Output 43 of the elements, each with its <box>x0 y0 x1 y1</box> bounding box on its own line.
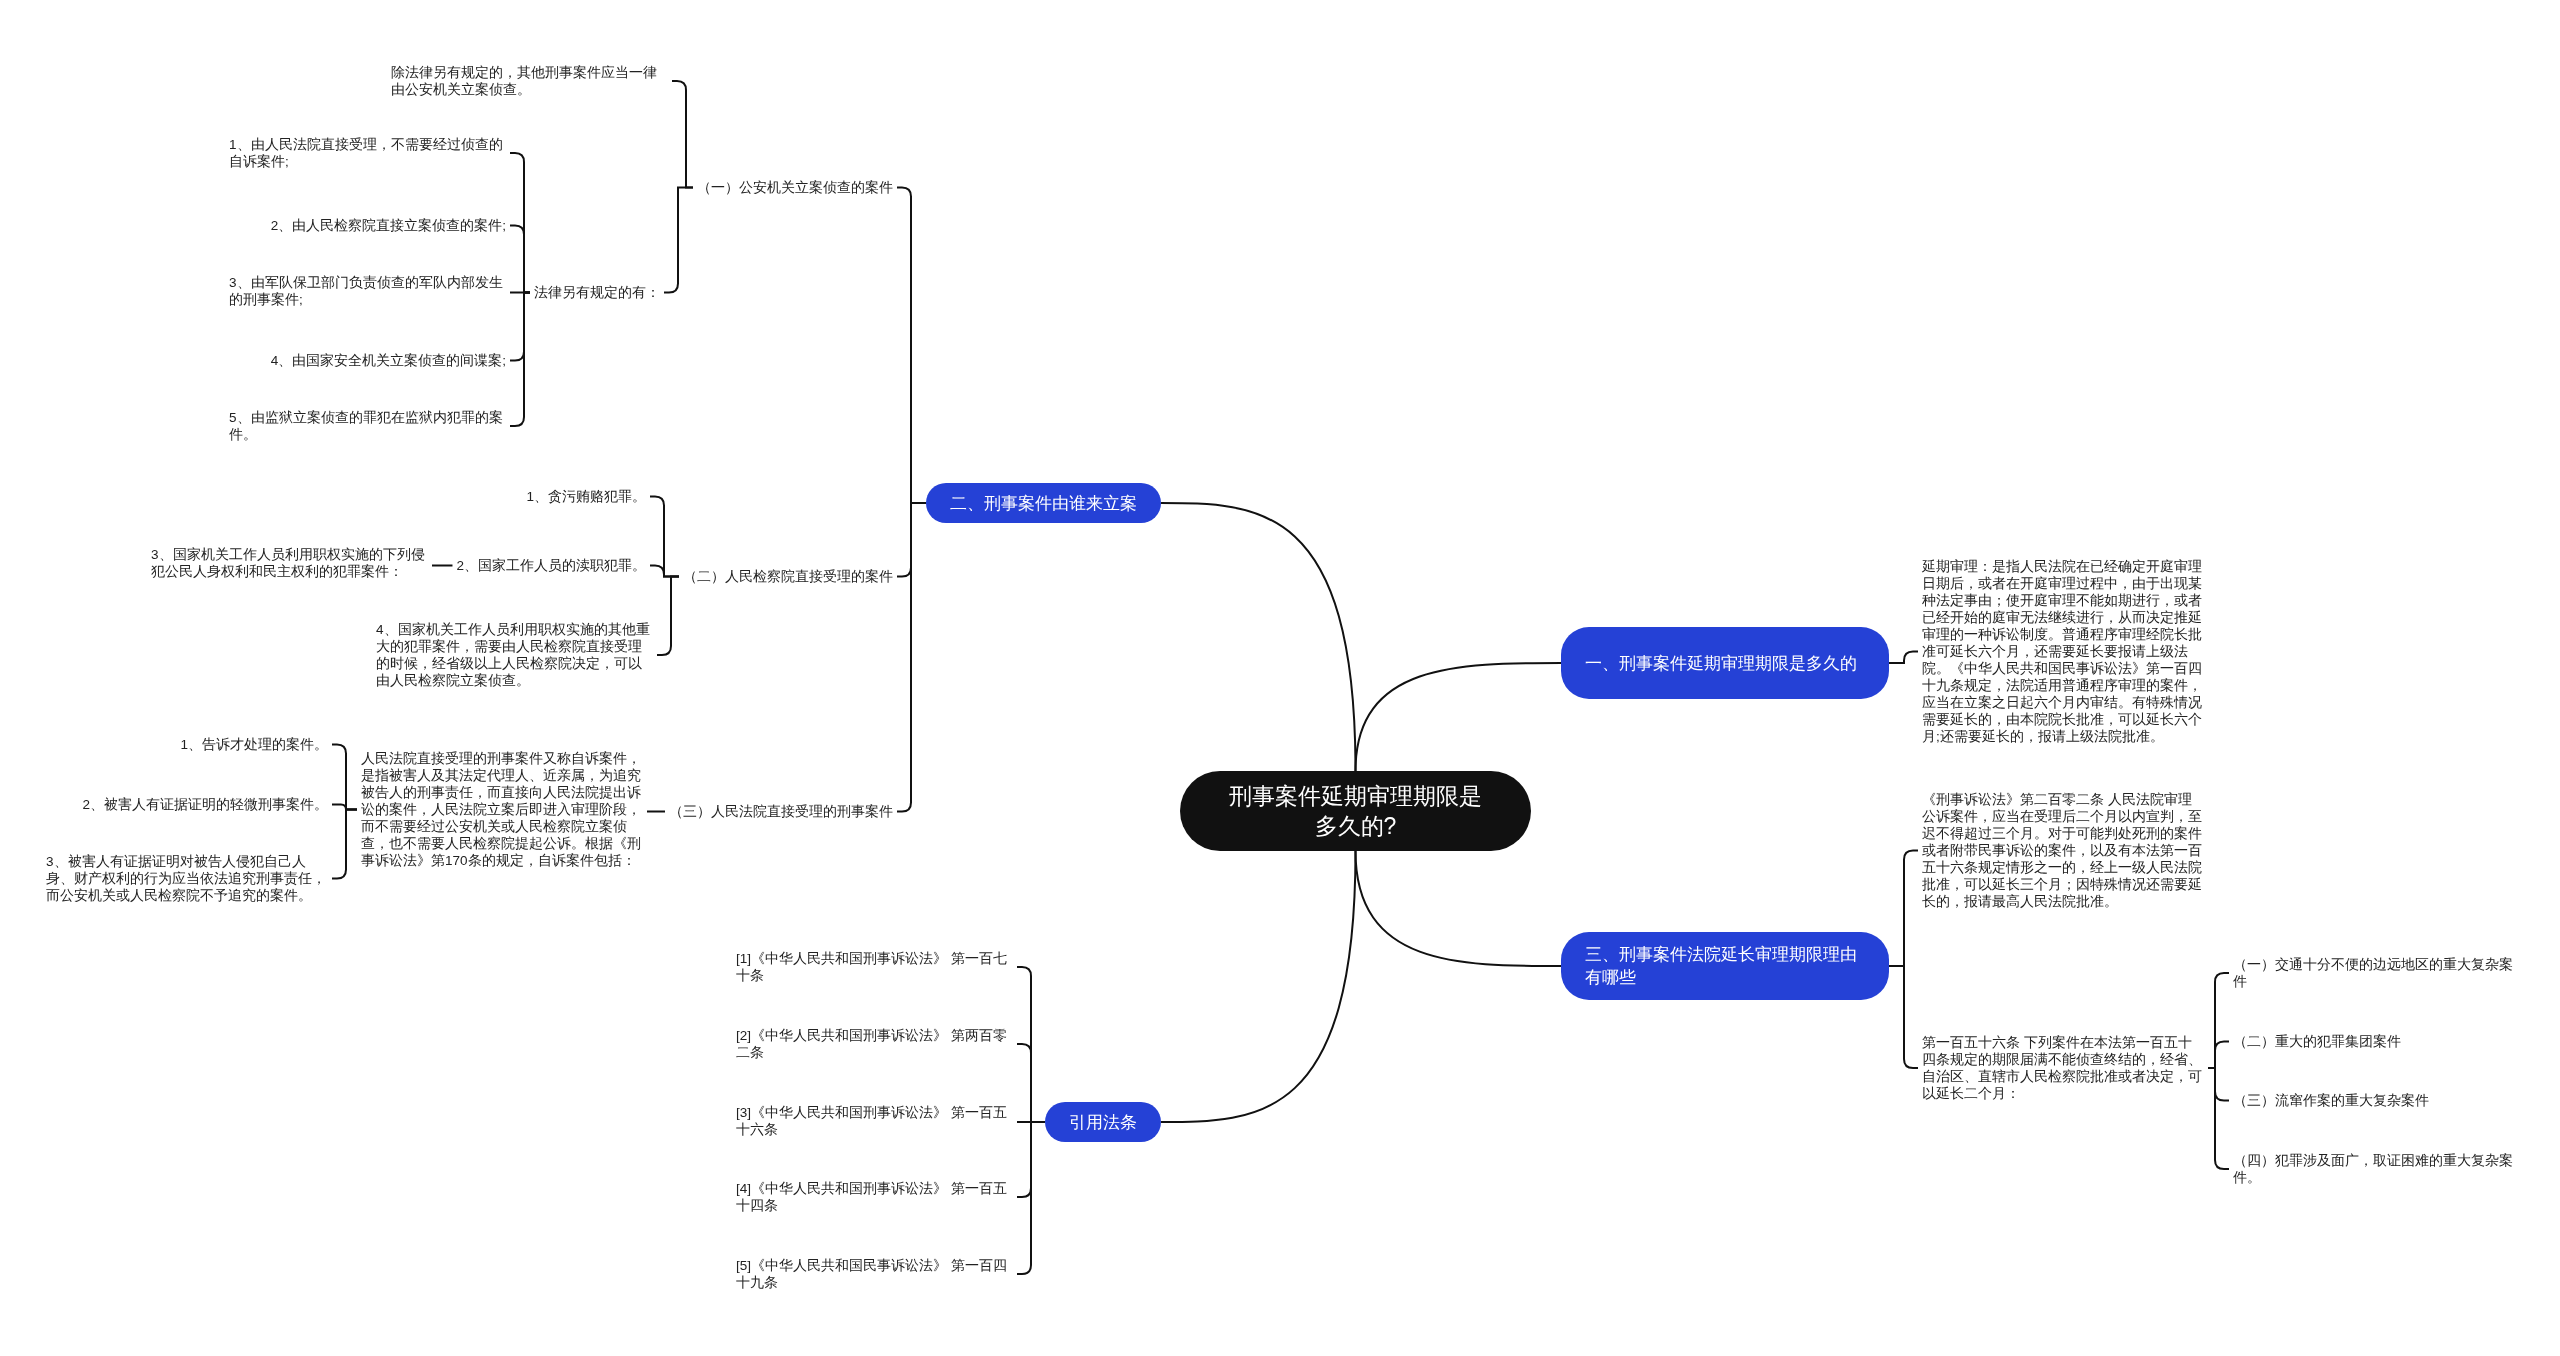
central-topic-pill: 刑事案件延期审理期限是多久的? <box>1180 771 1531 851</box>
branch-text: （二）人民检察院直接受理的案件 <box>679 568 897 585</box>
branch-text: 延期审理：是指人民法院在已经确定开庭审理日期后，或者在开庭审理过程中，由于出现某种法定事由；使开庭审理不能如期进行，或者已经开始的庭审无法继续进行，从而决定推延审理的一种诉讼制度。普通程序审理经院长批准可延长六个月，还需要延长要报请上级法院。《中华人民共和国民事诉讼法》第一百四十九条规定，法院适用普通程序审理的案件，应当在立案之日起六个月内审结。有特殊情况需要延长的，由本院院长批准，可以延长六个月;还需要延长的，报请上级法院批准。 <box>1918 558 2208 745</box>
branch-text: （三）人民法院直接受理的刑事案件 <box>665 803 897 820</box>
branch-text: 2、被害人有证据证明的轻微刑事案件。 <box>78 796 332 813</box>
topic-pill: 一、刑事案件延期审理期限是多久的 <box>1561 627 1889 699</box>
branch-text: [4]《中华人民共和国刑事诉讼法》 第一百五十四条 <box>732 1180 1017 1214</box>
connector-line <box>1354 662 1562 772</box>
connector-line <box>1160 502 1357 772</box>
branch-text: [2]《中华人民共和国刑事诉讼法》 第两百零二条 <box>732 1027 1017 1061</box>
topic-pill: 引用法条 <box>1045 1102 1161 1142</box>
topic-pill: 二、刑事案件由谁来立案 <box>926 483 1161 523</box>
connector-line <box>1354 850 1562 967</box>
branch-text: [5]《中华人民共和国民事诉讼法》 第一百四十九条 <box>732 1257 1017 1291</box>
branch-text: 第一百五十六条 下列案件在本法第一百五十四条规定的期限届满不能侦查终结的，经省、自治区、直辖市人民检察院批准或者决定，可以延长二个月： <box>1918 1034 2208 1102</box>
branch-text: 《刑事诉讼法》第二百零二条 人民法院审理公诉案件，应当在受理后二个月以内宣判，至迟不得超过三个月。对于可能判处死刑的案件或者附带民事诉讼的案件，以及有本法第一百五十六条规定情形之一的，经上一级人民法院批准，可以延长三个月；因特殊情况还需要延长的，报请最高人民法院批准。 <box>1918 791 2208 910</box>
branch-text: 3、国家机关工作人员利用职权实施的下列侵犯公民人身权利和民主权利的犯罪案件： <box>147 546 432 580</box>
branch-text: （一）交通十分不便的边远地区的重大复杂案件 <box>2229 956 2519 990</box>
branch-text: 除法律另有规定的，其他刑事案件应当一律由公安机关立案侦查。 <box>387 64 672 98</box>
branch-text: 1、告诉才处理的案件。 <box>176 736 332 753</box>
branch-text: [3]《中华人民共和国刑事诉讼法》 第一百五十六条 <box>732 1104 1017 1138</box>
branch-text: 2、国家工作人员的渎职犯罪。 <box>452 557 650 574</box>
branch-text: （二）重大的犯罪集团案件 <box>2229 1033 2405 1050</box>
branch-text: 4、国家机关工作人员利用职权实施的其他重大的犯罪案件，需要由人民检察院直接受理的时候，经省级以上人民检察院决定，可以由人民检察院立案侦查。 <box>372 621 657 689</box>
branch-text: 1、贪污贿赂犯罪。 <box>522 488 650 505</box>
connector-line <box>896 502 927 813</box>
branch-text: 法律另有规定的有： <box>530 284 664 301</box>
connector-line <box>1888 650 1919 664</box>
branch-text: （三）流窜作案的重大复杂案件 <box>2229 1092 2433 1109</box>
connector-line <box>646 810 666 813</box>
branch-text: 4、由国家安全机关立案侦查的间谍案; <box>266 352 510 369</box>
branch-text: 人民法院直接受理的刑事案件又称自诉案件，是指被害人及其法定代理人、近亲属，为追究被告人的刑事责任，而直接向人民法院提出诉讼的案件，人民法院立案后即进入审理阶段，而不需要经过公安机关或人民检察院立案侦查，也不需要人民检察院提起公诉。根据《刑事诉讼法》第170条的规定，自诉案件包括： <box>357 750 647 869</box>
branch-text: 3、由军队保卫部门负责侦查的军队内部发生的刑事案件; <box>225 274 510 308</box>
connector-line <box>431 564 454 567</box>
branch-text: 2、由人民检察院直接立案侦查的案件; <box>266 217 510 234</box>
branch-text: 5、由监狱立案侦查的罪犯在监狱内犯罪的案件。 <box>225 409 510 443</box>
branch-text: 3、被害人有证据证明对被告人侵犯自己人身、财产权利的行为应当依法追究刑事责任，而公安机关或人民检察院不予追究的案件。 <box>42 853 332 904</box>
branch-text: （一）公安机关立案侦查的案件 <box>693 179 897 196</box>
connector-line <box>1160 850 1357 1123</box>
topic-pill: 三、刑事案件法院延长审理期限理由有哪些 <box>1561 932 1889 1000</box>
branch-text: [1]《中华人民共和国刑事诉讼法》 第一百七十条 <box>732 950 1017 984</box>
branch-text: （四）犯罪涉及面广，取证困难的重大复杂案件。 <box>2229 1152 2519 1186</box>
branch-text: 1、由人民法院直接受理，不需要经过侦查的自诉案件; <box>225 136 510 170</box>
